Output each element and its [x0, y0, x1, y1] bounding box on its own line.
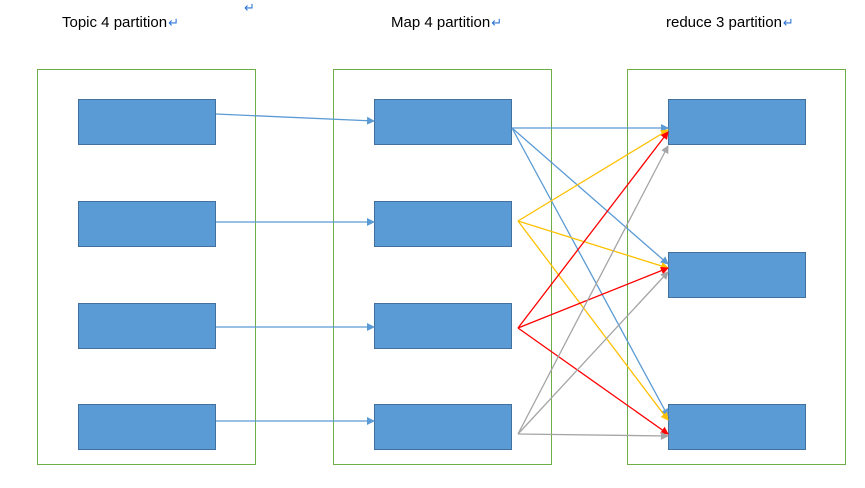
arrow-map1-reduce2 [511, 127, 669, 265]
map-partition-2 [374, 201, 512, 247]
reduce-partition-2 [668, 252, 806, 298]
map-title: Map 4 partition↵ [391, 14, 502, 31]
arrow-map3-reduce3 [517, 327, 669, 435]
reduce-title: reduce 3 partition↵ [666, 14, 794, 31]
arrow-topic1-map1 [215, 113, 375, 125]
map-partition-3 [374, 303, 512, 349]
topic-title-text: Topic 4 partition [62, 14, 168, 31]
reduce-group [627, 69, 846, 465]
arrow-map2-reduce1 [517, 129, 669, 222]
topic-partition-4 [78, 404, 216, 450]
return-mark-icon: ↵ [244, 0, 255, 15]
return-mark-icon: ↵ [491, 15, 503, 30]
return-mark-icon: ↵ [168, 15, 179, 30]
topic-partition-2 [78, 201, 216, 247]
arrow-map3-reduce2 [517, 266, 669, 329]
arrow-map4-reduce1 [517, 145, 669, 435]
reduce-partition-1 [668, 99, 806, 145]
arrow-map3-reduce1 [517, 131, 669, 329]
arrow-map4-reduce3 [517, 431, 669, 440]
return-mark-icon: ↵ [782, 15, 794, 30]
map-partition-1 [374, 99, 512, 145]
map-group [333, 69, 552, 465]
topic-partition-1 [78, 99, 216, 145]
reduce-title-text: reduce 3 partition [666, 14, 782, 31]
arrow-map1-reduce3 [511, 127, 669, 417]
topic-partition-3 [78, 303, 216, 349]
reduce-partition-3 [668, 404, 806, 450]
topic-title: Topic 4 partition↵ [62, 14, 179, 31]
topic-group [37, 69, 256, 465]
arrow-map2-reduce2 [517, 220, 669, 270]
arrow-map4-reduce2 [517, 271, 669, 435]
map-title-text: Map 4 partition [391, 14, 491, 31]
map-partition-4 [374, 404, 512, 450]
arrow-map2-reduce3 [517, 220, 669, 421]
